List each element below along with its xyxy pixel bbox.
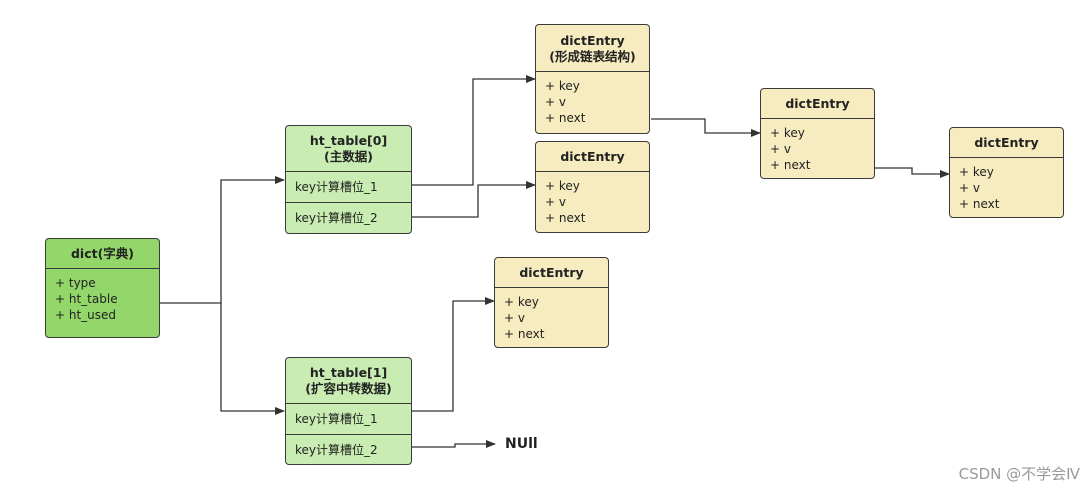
edge-ht0-slot1-to-entry: [412, 75, 536, 186]
dict-fields: + type + ht_table + ht_used: [46, 269, 159, 323]
ht-table-0-slot-1: key计算槽位_1: [295, 180, 378, 194]
field-v: + v: [545, 195, 566, 209]
dict-box: dict(字典) + type + ht_table + ht_used: [45, 238, 160, 338]
field-type: + type: [55, 276, 96, 290]
edge-dict-to-ht0: [160, 176, 285, 304]
field-next: + next: [770, 158, 811, 172]
ht-table-0-title: ht_table[0]: [309, 133, 388, 148]
dict-entry-chain-3-fields: + key + v + next: [950, 158, 1063, 212]
ht-table-0-box: ht_table[0] (主数据) key计算槽位_1 key计算槽位_2: [285, 125, 412, 234]
ht-table-1-subtitle: (扩容中转数据): [305, 381, 392, 396]
dict-entry-linked-fields: + key + v + next: [536, 72, 649, 126]
edge-entry-next-to-entry-2: [875, 167, 950, 178]
ht-table-1-title: ht_table[1]: [309, 365, 388, 380]
field-next: + next: [504, 327, 545, 341]
dict-entry-linked-header: dictEntry (形成链表结构): [536, 25, 649, 72]
dict-title: dict(字典): [46, 239, 159, 269]
field-next: + next: [545, 111, 586, 125]
ht-table-0-subtitle: (主数据): [324, 149, 373, 164]
field-key: + key: [504, 295, 539, 309]
ht-table-1-slot-2: key计算槽位_2: [286, 434, 411, 464]
dict-entry-chain-2-title: dictEntry: [761, 89, 874, 119]
ht-table-0-header: ht_table[0] (主数据): [286, 126, 411, 172]
field-key: + key: [545, 179, 580, 193]
dict-entry-rehash: dictEntry + key + v + next: [494, 257, 609, 348]
field-v: + v: [504, 311, 525, 325]
dict-entry-chain-3: dictEntry + key + v + next: [949, 127, 1064, 218]
field-v: + v: [545, 95, 566, 109]
dict-entry-chain-2: dictEntry + key + v + next: [760, 88, 875, 179]
ht-table-0-slot-2: key计算槽位_2: [286, 202, 411, 233]
null-label: NUll: [505, 436, 538, 452]
dict-entry-slot2-fields: + key + v + next: [536, 172, 649, 226]
field-v: + v: [770, 142, 791, 156]
edge-ht1-slot2-to-null: [412, 440, 496, 448]
field-next: + next: [959, 197, 1000, 211]
field-ht-used: + ht_used: [55, 308, 117, 322]
dict-entry-rehash-title: dictEntry: [495, 258, 608, 288]
dict-entry-linked-subtitle: (形成链表结构): [549, 49, 636, 64]
field-key: + key: [770, 126, 805, 140]
dict-entry-slot2-title: dictEntry: [536, 142, 649, 172]
field-next: + next: [545, 211, 586, 225]
field-key: + key: [545, 79, 580, 93]
dict-entry-linked-title: dictEntry: [560, 33, 625, 48]
edge-ht0-slot2-to-entry: [412, 181, 536, 218]
edge-dict-to-ht1: [220, 303, 285, 415]
field-ht-table: + ht_table: [55, 292, 118, 306]
edge-ht1-slot1-to-entry: [412, 297, 495, 412]
ht-table-1-slot-1: key计算槽位_1: [295, 412, 378, 426]
edge-entry-next-to-entry: [651, 118, 761, 137]
field-key: + key: [959, 165, 994, 179]
dict-entry-chain-3-title: dictEntry: [950, 128, 1063, 158]
dict-entry-linked: dictEntry (形成链表结构) + key + v + next: [535, 24, 650, 134]
ht-table-1-header: ht_table[1] (扩容中转数据): [286, 358, 411, 404]
watermark: CSDN @不学会Ⅳ: [958, 465, 1080, 483]
ht-table-1-box: ht_table[1] (扩容中转数据) key计算槽位_1 key计算槽位_2: [285, 357, 412, 465]
dict-entry-slot2: dictEntry + key + v + next: [535, 141, 650, 233]
dict-entry-chain-2-fields: + key + v + next: [761, 119, 874, 173]
field-v: + v: [959, 181, 980, 195]
dict-entry-rehash-fields: + key + v + next: [495, 288, 608, 342]
